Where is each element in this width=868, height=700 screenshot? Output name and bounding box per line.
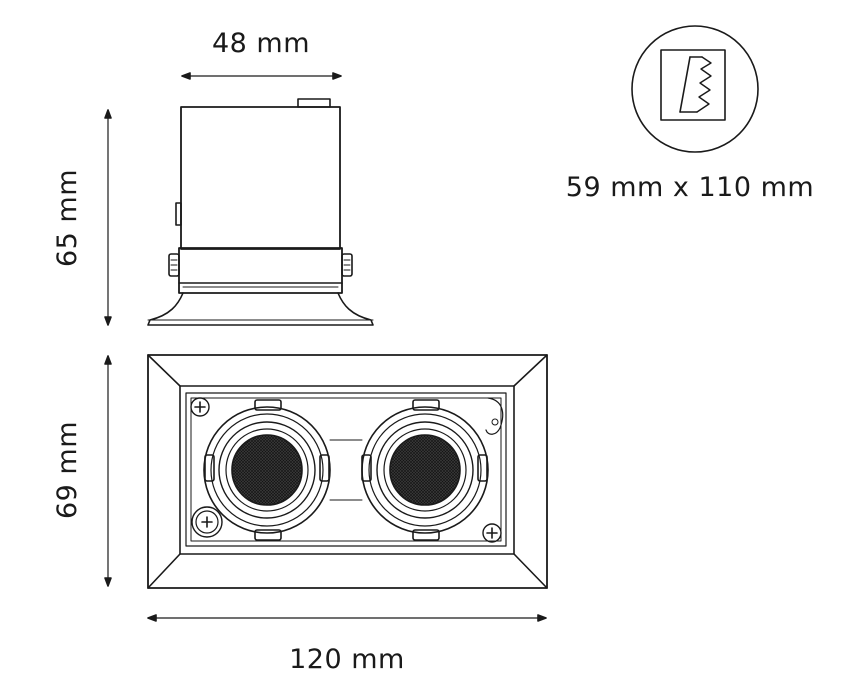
screw-icon <box>482 523 502 543</box>
label-side-height: 65 mm <box>52 169 83 267</box>
label-front-width: 120 mm <box>289 644 405 675</box>
screw-icon <box>190 397 210 417</box>
label-front-height: 69 mm <box>52 421 83 519</box>
dimension-width-front <box>147 614 547 622</box>
side-view <box>147 98 374 326</box>
dimension-height-side <box>104 109 112 326</box>
label-side-width: 48 mm <box>212 28 310 59</box>
dimension-width-side <box>181 72 342 80</box>
front-view <box>147 354 548 589</box>
spotlight-module-left <box>203 399 331 541</box>
adjustment-screw-icon <box>191 506 223 538</box>
dimension-height-front <box>104 355 112 587</box>
cutout-hole-icon <box>631 25 759 153</box>
label-cutout-size: 59 mm x 110 mm <box>566 172 814 203</box>
spotlight-module-right <box>361 399 489 541</box>
